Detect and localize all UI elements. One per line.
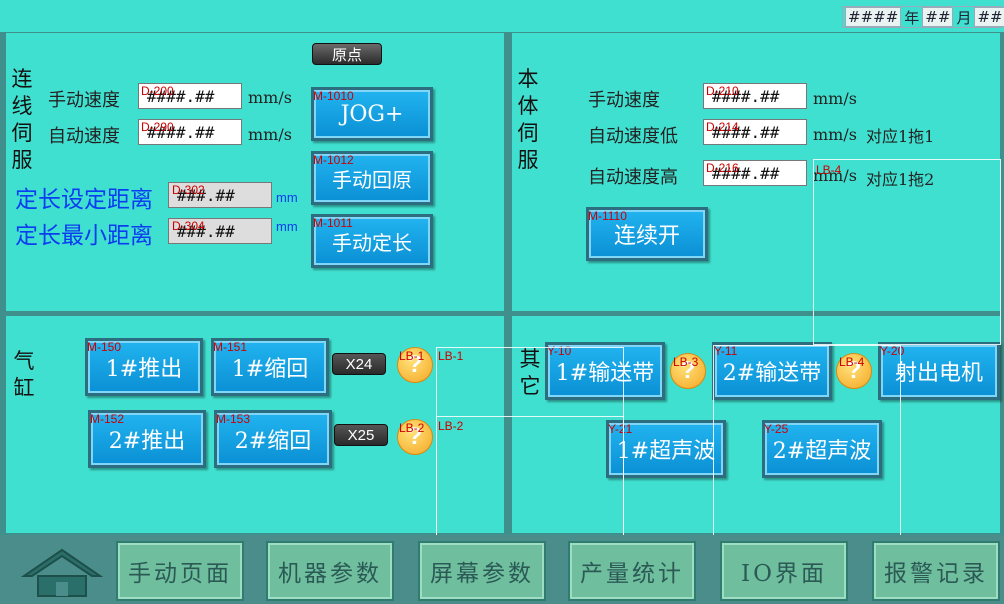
lb1-question-icon[interactable]: ? xyxy=(397,347,433,383)
jog-plus-button[interactable]: JOG+ xyxy=(311,87,433,141)
shoot-motor-tag: Y-20 xyxy=(880,344,905,358)
lb4-top-tag: LB-4 xyxy=(816,163,842,177)
retract-1-button[interactable]: 1#缩回 xyxy=(211,338,329,396)
lb4-tag: LB-4 xyxy=(839,355,865,369)
year-field: #### xyxy=(845,7,902,27)
min-distance-label: 定长最小距离 xyxy=(15,223,153,249)
nav-manual-page[interactable]: 手动页面 xyxy=(116,541,244,601)
linked-auto-speed-label: 自动速度 xyxy=(48,126,120,147)
body-auto-high-unit: mm/s xyxy=(813,166,857,185)
other-title: 其它 xyxy=(519,347,541,398)
fixed-length-label: 定长设定距离 xyxy=(15,187,153,213)
lb3-question-icon[interactable]: ? xyxy=(670,353,706,389)
body-manual-speed-unit: mm/s xyxy=(813,89,857,108)
x25-indicator: X25 xyxy=(334,424,388,446)
push-2-tag: M-152 xyxy=(90,412,125,426)
push-1-button[interactable]: 1#推出 xyxy=(85,338,203,396)
origin-button[interactable]: 原点 xyxy=(312,43,382,65)
fixed-length-field[interactable]: ###.## xyxy=(168,182,272,208)
continuous-on-button[interactable]: 连续开 xyxy=(586,207,708,261)
linked-manual-speed-unit: mm/s xyxy=(248,88,292,107)
ultrasonic-1-tag: Y-21 xyxy=(608,422,633,436)
manual-fixed-length-tag: M-1011 xyxy=(313,216,353,230)
linked-manual-speed-label: 手动速度 xyxy=(48,90,120,111)
body-manual-speed-tag: D-210 xyxy=(706,84,739,98)
fixed-length-tag: D-302 xyxy=(172,183,205,197)
conveyor-1-button[interactable]: 1#输送带 xyxy=(545,342,665,400)
cylinder-title: 气缸 xyxy=(13,349,35,400)
linked-manual-speed-tag: D-200 xyxy=(141,84,174,98)
lb2-tag-secondary: LB-2 xyxy=(438,419,464,433)
continuous-on-tag: M-1110 xyxy=(588,209,627,223)
body-auto-high-label: 自动速度高 xyxy=(588,167,678,188)
body-auto-high-field[interactable]: ####.## xyxy=(703,160,807,186)
top-bar xyxy=(0,0,1004,32)
lb2-tag: LB-2 xyxy=(399,421,425,435)
nav-io-page[interactable]: IO界面 xyxy=(720,541,848,601)
retract-1-tag: M-151 xyxy=(213,340,248,354)
lb1-tag-secondary: LB-1 xyxy=(438,349,464,363)
push-1-tag: M-150 xyxy=(87,340,122,354)
year-unit: 年 xyxy=(904,8,920,27)
min-distance-unit: mm xyxy=(276,219,298,234)
lb4-question-icon[interactable]: ? xyxy=(836,353,872,389)
ultrasonic-2-button[interactable]: 2#超声波 xyxy=(762,420,882,478)
linked-auto-speed-field[interactable]: ####.## xyxy=(138,119,242,145)
manual-home-tag: M-1012 xyxy=(313,153,354,167)
lb1-tag: LB-1 xyxy=(399,349,425,363)
lb2-question-icon[interactable]: ? xyxy=(397,419,433,455)
linked-auto-speed-unit: mm/s xyxy=(248,125,292,144)
body-manual-speed-field[interactable]: ####.## xyxy=(703,83,807,109)
retract-2-button[interactable]: 2#缩回 xyxy=(214,410,332,468)
body-servo-title: 本体伺服 xyxy=(517,67,539,172)
lb3-tag: LB-3 xyxy=(673,355,699,369)
ultrasonic-1-button[interactable]: 1#超声波 xyxy=(606,420,726,478)
origin-label: 原点 xyxy=(331,45,362,64)
nav-machine-params[interactable]: 机器参数 xyxy=(266,541,394,601)
jog-plus-tag: M-1010 xyxy=(313,89,354,103)
linked-auto-speed-tag: D-290 xyxy=(141,120,174,134)
min-distance-tag: D-304 xyxy=(172,219,205,233)
push-2-button[interactable]: 2#推出 xyxy=(88,410,206,468)
date-display: #### 年 ## 月 ## 日 xyxy=(842,6,1004,28)
body-auto-low-label: 自动速度低 xyxy=(588,126,678,147)
manual-fixed-length-button[interactable]: 手动定长 xyxy=(311,214,433,268)
body-auto-low-tag: D-214 xyxy=(706,120,739,134)
body-auto-low-note: 对应1拖1 xyxy=(866,127,935,146)
x24-indicator: X24 xyxy=(332,353,386,375)
body-auto-low-unit: mm/s xyxy=(813,125,857,144)
body-auto-low-field[interactable]: ####.## xyxy=(703,119,807,145)
retract-2-tag: M-153 xyxy=(216,412,251,426)
linked-servo-title: 连线伺服 xyxy=(11,67,33,172)
conveyor-2-button[interactable]: 2#输送带 xyxy=(712,342,832,400)
home-icon[interactable] xyxy=(18,546,106,598)
nav-output-stats[interactable]: 产量统计 xyxy=(568,541,696,601)
manual-home-button[interactable]: 手动回原 xyxy=(311,151,433,205)
fixed-length-unit: mm xyxy=(276,190,298,205)
day-field: ## xyxy=(974,7,1004,27)
conveyor-1-tag: Y-10 xyxy=(547,344,572,358)
body-auto-high-tag: D-216 xyxy=(706,161,739,175)
conveyor-2-tag: Y-11 xyxy=(714,344,738,358)
month-unit: 月 xyxy=(956,8,972,27)
linked-manual-speed-field[interactable]: ####.## xyxy=(138,83,242,109)
min-distance-field[interactable]: ###.## xyxy=(168,218,272,244)
nav-alarm-log[interactable]: 报警记录 xyxy=(872,541,1000,601)
shoot-motor-button[interactable]: 射出电机 xyxy=(878,342,1000,400)
ultrasonic-2-tag: Y-25 xyxy=(764,422,789,436)
nav-screen-params[interactable]: 屏幕参数 xyxy=(418,541,546,601)
body-auto-high-note: 对应1拖2 xyxy=(866,170,935,189)
body-manual-speed-label: 手动速度 xyxy=(588,90,660,111)
month-field: ## xyxy=(922,7,954,27)
